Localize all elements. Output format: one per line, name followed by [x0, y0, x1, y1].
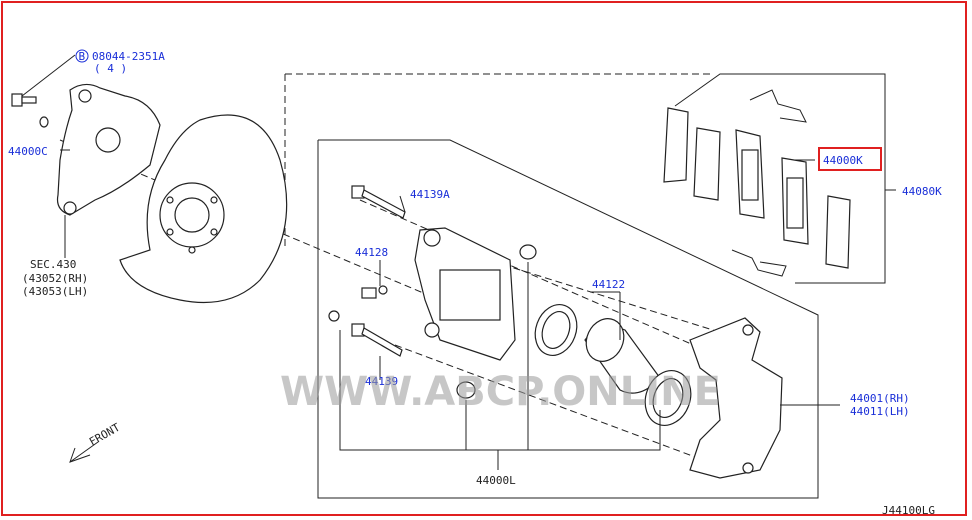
- bushing-lower-part: [456, 381, 476, 399]
- circled-b-letter: B: [79, 50, 86, 63]
- bleeder-part: [361, 285, 388, 299]
- piston-boot-part: [644, 370, 692, 426]
- shim-outer-part: [663, 107, 689, 183]
- callout-pin-bolt-upper: 44139A: [410, 188, 450, 201]
- knuckle-part: [56, 83, 161, 216]
- callout-pad-kit: 44080K: [902, 185, 942, 198]
- callout-bleeder: 44128: [355, 246, 388, 259]
- dash-axis-2: [394, 344, 731, 471]
- leader-bolt: [21, 54, 76, 97]
- callout-seal-kit: 44122: [592, 278, 625, 291]
- shim-rear-part: [825, 195, 851, 269]
- bolt-part: [11, 93, 49, 128]
- callout-torque-member-lh: 44011(LH): [850, 405, 910, 418]
- watermark-text: WWW.ABCP.ONLINE: [280, 369, 721, 415]
- callout-pin-bolt-lower: 44139: [365, 375, 398, 388]
- callout-sec-lh: (43053(LH): [22, 285, 88, 298]
- callout-pad-set: 44000K: [823, 154, 863, 167]
- front-label: FRONT: [87, 421, 123, 449]
- highlight-pad-set: [818, 147, 882, 171]
- shim-inner-part: [693, 127, 721, 201]
- caliper-body-part: [414, 227, 516, 361]
- callout-caliper-assy: 44000L: [476, 474, 516, 487]
- leader-pin-upper: [399, 195, 406, 213]
- callout-bolt-qty: ( 4 ): [94, 62, 127, 75]
- callout-sec-ref: SEC.430: [30, 258, 76, 271]
- pad-kit-box: [674, 73, 886, 284]
- pin-bolt-lower-part: [328, 310, 403, 357]
- caliper-group-box: [317, 139, 819, 499]
- seal-ring-part: [534, 304, 578, 356]
- pin-bolt-upper-part: [351, 185, 406, 219]
- piston-part: [584, 318, 661, 394]
- torque-member-part: [689, 317, 783, 479]
- dust-shield-part: [119, 114, 288, 303]
- callout-bolt-part: 08044-2351A: [92, 50, 165, 63]
- callout-sec-rh: (43052(RH): [22, 272, 88, 285]
- pad-clip-lower-part: [731, 249, 787, 277]
- callout-knuckle: 44000C: [8, 145, 48, 158]
- bushing-upper-part: [519, 244, 537, 260]
- callout-torque-member-rh: 44001(RH): [850, 392, 910, 405]
- drawing-code: J44100LG: [882, 504, 935, 517]
- brake-pad-inner-part: [781, 157, 809, 245]
- leader-caliper-bracket: [339, 330, 661, 451]
- circled-b-icon: [75, 49, 89, 63]
- dash-axis-4: [359, 199, 706, 351]
- pad-clip-upper-part: [749, 89, 807, 123]
- front-arrow-icon: [69, 441, 99, 463]
- brake-pad-outer-part: [735, 129, 765, 219]
